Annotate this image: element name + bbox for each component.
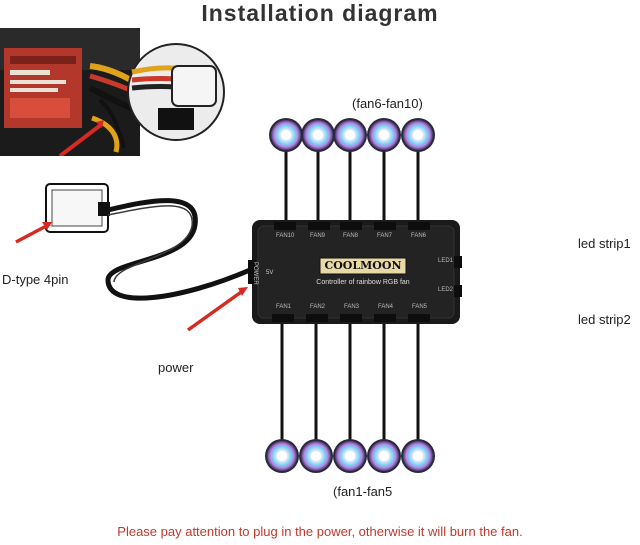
port-label-bottom-4: FAN4 <box>378 304 394 310</box>
port-label-bottom-5: FAN5 <box>412 304 428 310</box>
fan-10 <box>269 118 303 152</box>
fan-3 <box>333 439 367 473</box>
fan-5 <box>401 439 435 473</box>
label-bottom-fans: (fan1-fan5 <box>333 484 393 499</box>
fan-6 <box>401 118 435 152</box>
label-top-fans: (fan6-fan10) <box>352 96 423 111</box>
fan-2 <box>299 439 333 473</box>
diagram-title: Installation diagram <box>201 0 439 26</box>
port-label-top-4: FAN7 <box>377 233 393 239</box>
controller-subtitle: Controller of rainbow RGB fan <box>316 279 410 286</box>
port-label-top-1: FAN10 <box>276 233 295 239</box>
controller-power-sub: 5V <box>266 270 274 276</box>
port-label-led-2: LED2 <box>438 287 454 293</box>
psu-photo <box>0 28 228 156</box>
port-label-bottom-1: FAN1 <box>276 304 292 310</box>
power-arrow <box>186 288 246 332</box>
fan-1 <box>265 439 299 473</box>
label-led-strip-1: led strip1 <box>578 236 631 251</box>
port-label-led-1: LED1 <box>438 258 454 264</box>
controller-box <box>248 220 462 324</box>
warning-note: Please pay attention to plug in the powe… <box>117 524 523 539</box>
controller-brand: COOLMOON <box>324 259 402 272</box>
port-label-bottom-3: FAN3 <box>344 304 360 310</box>
top-fan-wires <box>284 150 420 222</box>
controller-power-label: POWER <box>252 262 258 285</box>
power-cable <box>105 198 251 301</box>
bottom-fans <box>265 439 435 473</box>
label-led-strip-2: led strip2 <box>578 312 631 327</box>
port-label-bottom-2: FAN2 <box>310 304 326 310</box>
label-power: power <box>158 360 194 375</box>
port-label-top-3: FAN8 <box>343 233 359 239</box>
fan-8 <box>333 118 367 152</box>
top-fans <box>269 118 435 152</box>
d-type-connector <box>45 183 110 233</box>
fan-9 <box>301 118 335 152</box>
fan-4 <box>367 439 401 473</box>
bottom-fan-wires <box>280 322 420 440</box>
port-label-top-2: FAN9 <box>310 233 326 239</box>
fan-7 <box>367 118 401 152</box>
label-dtype: D-type 4pin <box>2 272 69 287</box>
dtype-arrow <box>15 222 51 244</box>
port-label-top-5: FAN6 <box>411 233 427 239</box>
